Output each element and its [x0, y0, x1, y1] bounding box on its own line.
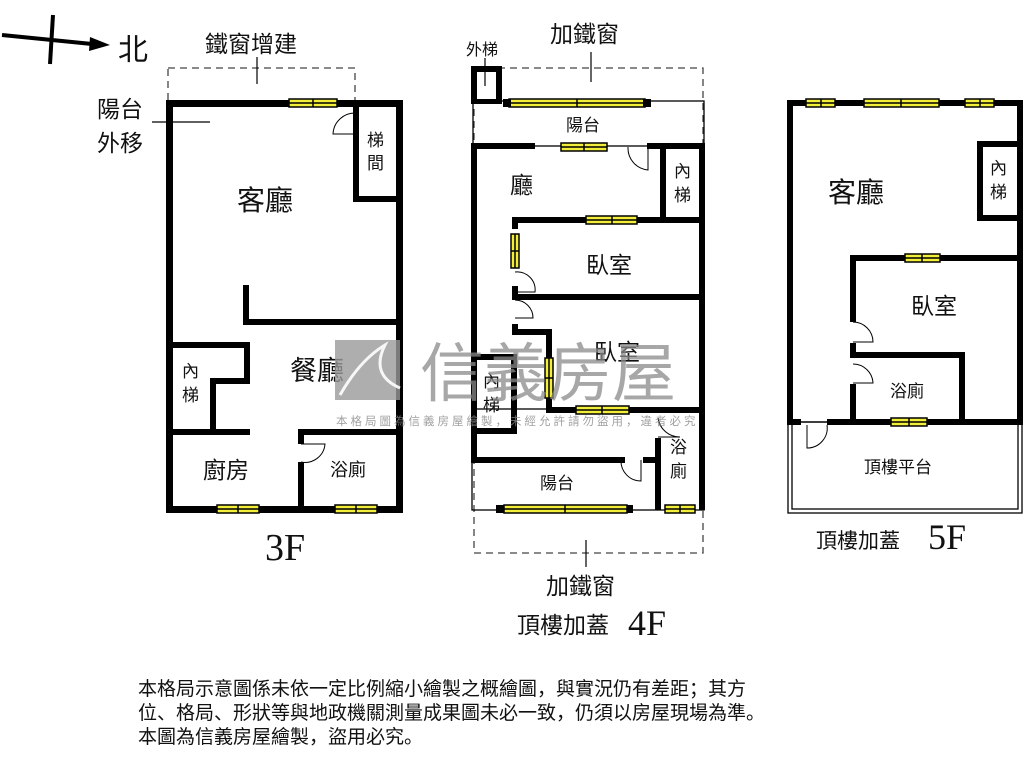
window — [510, 233, 520, 269]
window — [334, 504, 378, 514]
room-inner-stair: 梯 — [483, 396, 500, 416]
disclaimer-line: 本圖為信義房屋繪製，盜用必究。 — [138, 726, 424, 748]
room-bedroom: 臥室 — [594, 340, 640, 366]
window — [503, 504, 628, 514]
window — [805, 98, 836, 108]
annotation-iron-window: 鐵窗增建 — [205, 32, 297, 58]
window — [904, 253, 941, 263]
room-inner-stair: 內 — [182, 362, 199, 382]
room-bathroom: 浴廁 — [890, 381, 924, 402]
floor-4f: 加鐵窗 外梯 陽台 廳 內 梯 臥室 臥室 內 梯 浴 廁 陽台 加鐵窗 頂樓加… — [466, 22, 705, 643]
room-inner-stair: 梯 — [990, 183, 1007, 203]
window — [508, 98, 646, 108]
room-stairwell: 間 — [367, 154, 384, 174]
door-swing — [300, 443, 326, 463]
room-inner-stair: 梯 — [674, 186, 691, 206]
room-stairwell: 梯 — [367, 131, 384, 151]
floor-3f: 鐵窗增建 陽台 外移 客廳 梯 間 餐廳 內 梯 廚房 浴廁 3F — [97, 32, 403, 569]
annotation-add-iron-window: 加鐵窗 — [546, 574, 615, 600]
window — [216, 504, 260, 514]
floor-label-prefix: 頂樓加蓋 — [816, 529, 900, 553]
room-inner-stair: 內 — [483, 372, 500, 392]
annotation-outer-stair: 外梯 — [466, 40, 498, 59]
window — [544, 357, 554, 399]
room-inner-stair: 梯 — [182, 386, 199, 406]
annotation-moved-out: 外移 — [97, 131, 143, 157]
room-bathroom: 浴廁 — [330, 459, 366, 481]
room-hall: 廳 — [510, 173, 533, 199]
room-inner-stair: 內 — [674, 162, 691, 182]
window — [288, 98, 338, 108]
north-arrow-icon — [1, 14, 110, 65]
room-bathroom: 廁 — [670, 461, 687, 482]
room-balcony: 陽台 — [566, 116, 600, 136]
room-bathroom: 浴 — [670, 438, 687, 458]
window — [560, 142, 608, 152]
door-swing — [332, 112, 357, 135]
watermark-brand: 信義房屋 — [420, 338, 676, 412]
room-rooftop-platform: 頂樓平台 — [864, 458, 932, 478]
room-living: 客廳 — [237, 184, 293, 217]
window — [964, 98, 995, 108]
window — [585, 215, 638, 225]
window — [664, 504, 696, 514]
window — [575, 405, 630, 415]
room-bedroom: 臥室 — [586, 253, 632, 279]
compass-label: 北 — [118, 33, 148, 68]
room-living: 客廳 — [828, 176, 884, 209]
floor-label-5f: 5F — [928, 517, 966, 557]
floor-label-3f: 3F — [265, 527, 305, 569]
annotation-add-iron-window: 加鐵窗 — [550, 22, 619, 48]
annotation-balcony: 陽台 — [97, 97, 143, 123]
disclaimer-line: 位、格局、形狀等與地政機關測量成果圖未必一致，仍須以房屋現場為準。 — [138, 702, 766, 724]
floor-label-prefix: 頂樓加蓋 — [517, 613, 609, 639]
brand-logo-icon — [335, 340, 400, 400]
iron-window-extension-outline — [167, 67, 356, 102]
floor-label-4f: 4F — [628, 603, 666, 643]
room-bedroom: 臥室 — [911, 294, 957, 320]
watermark-notice: 本格局圖為信義房屋繪製，未經允許請勿盜用，違者必究 — [336, 414, 699, 428]
floor-5f: 客廳 內 梯 臥室 浴廁 頂樓平台 頂樓加蓋 5F — [787, 98, 1023, 557]
disclaimer-line: 本格局示意圖係未依一定比例縮小繪製之概繪圖，與實況仍有差距；其方 — [138, 678, 747, 700]
watermark: 信義房屋 本格局圖為信義房屋繪製，未經允許請勿盜用，違者必究 — [335, 338, 699, 428]
window — [890, 417, 928, 427]
window — [863, 98, 940, 108]
room-kitchen: 廚房 — [203, 458, 249, 484]
disclaimer: 本格局示意圖係未依一定比例縮小繪製之概繪圖，與實況仍有差距；其方 位、格局、形狀… — [138, 677, 898, 749]
room-inner-stair: 內 — [990, 159, 1007, 179]
room-balcony: 陽台 — [540, 474, 574, 494]
